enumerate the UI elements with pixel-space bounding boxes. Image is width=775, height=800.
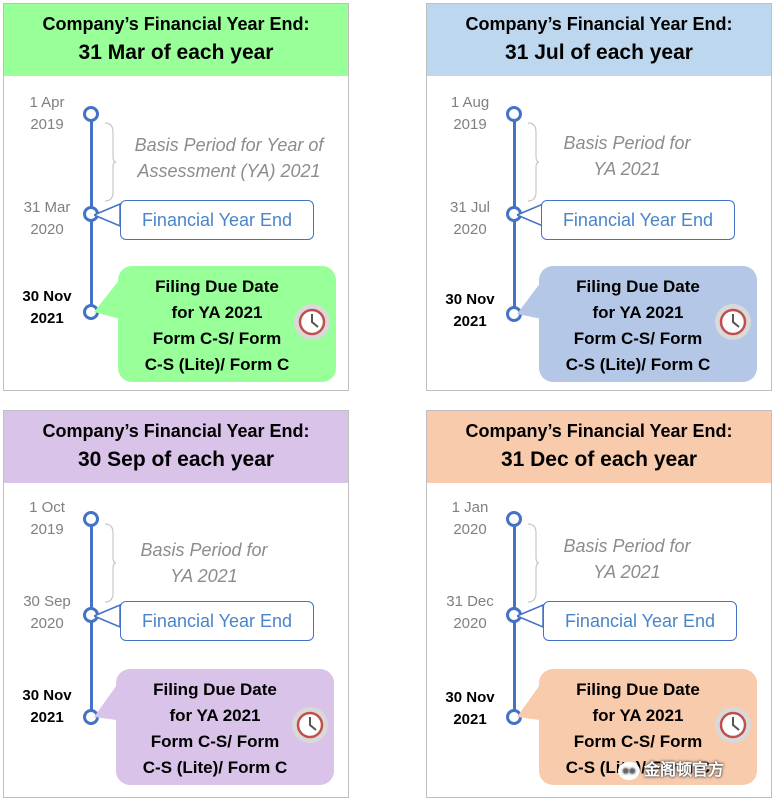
fye-label: Financial Year End	[564, 611, 716, 631]
wechat-icon: ●●	[618, 761, 640, 780]
watermark: ●●金阁顿官方	[618, 756, 724, 780]
clock-icon	[715, 304, 751, 340]
panel-header: Company’s Financial Year End: 31 Jul of …	[427, 4, 771, 76]
basis-brace	[104, 122, 116, 202]
panel-header: Company’s Financial Year End: 31 Dec of …	[427, 411, 771, 483]
clock-icon	[715, 707, 751, 743]
timeline-dot-start	[83, 511, 99, 527]
clock-icon	[294, 304, 330, 340]
timeline-dot-start	[506, 511, 522, 527]
panel-header: Company’s Financial Year End: 30 Sep of …	[4, 411, 348, 483]
panel-header: Company’s Financial Year End: 31 Mar of …	[4, 4, 348, 76]
basis-brace	[104, 523, 116, 603]
clock-icon	[292, 707, 328, 743]
panel-dec: Company’s Financial Year End: 31 Dec of …	[426, 410, 772, 798]
fye-callout: Financial Year End	[120, 200, 314, 240]
panel-jul: Company’s Financial Year End: 31 Jul of …	[426, 3, 772, 391]
fye-callout: Financial Year End	[543, 601, 737, 641]
panel-sep: Company’s Financial Year End: 30 Sep of …	[3, 410, 349, 798]
header-date: 31 Mar of each year	[78, 41, 274, 64]
fye-callout: Financial Year End	[541, 200, 735, 240]
fye-callout: Financial Year End	[120, 601, 314, 641]
fye-label: Financial Year End	[562, 210, 714, 230]
basis-brace	[527, 523, 539, 603]
timeline-dot-start	[506, 106, 522, 122]
header-date: 31 Dec of each year	[500, 448, 698, 471]
timeline-dot-start	[83, 106, 99, 122]
header-date: 31 Jul of each year	[505, 41, 693, 64]
due-pointer	[94, 274, 124, 320]
header-title: Company’s Financial Year End:	[42, 421, 310, 441]
header-title: Company’s Financial Year End:	[465, 421, 733, 441]
fye-label: Financial Year End	[141, 611, 293, 631]
panel-mar: Company’s Financial Year End: 31 Mar of …	[3, 3, 349, 391]
fye-label: Financial Year End	[141, 210, 293, 230]
header-title: Company’s Financial Year End:	[42, 14, 310, 34]
header-title: Company’s Financial Year End:	[465, 14, 733, 34]
header-date: 30 Sep of each year	[77, 448, 275, 471]
basis-brace	[527, 122, 539, 202]
